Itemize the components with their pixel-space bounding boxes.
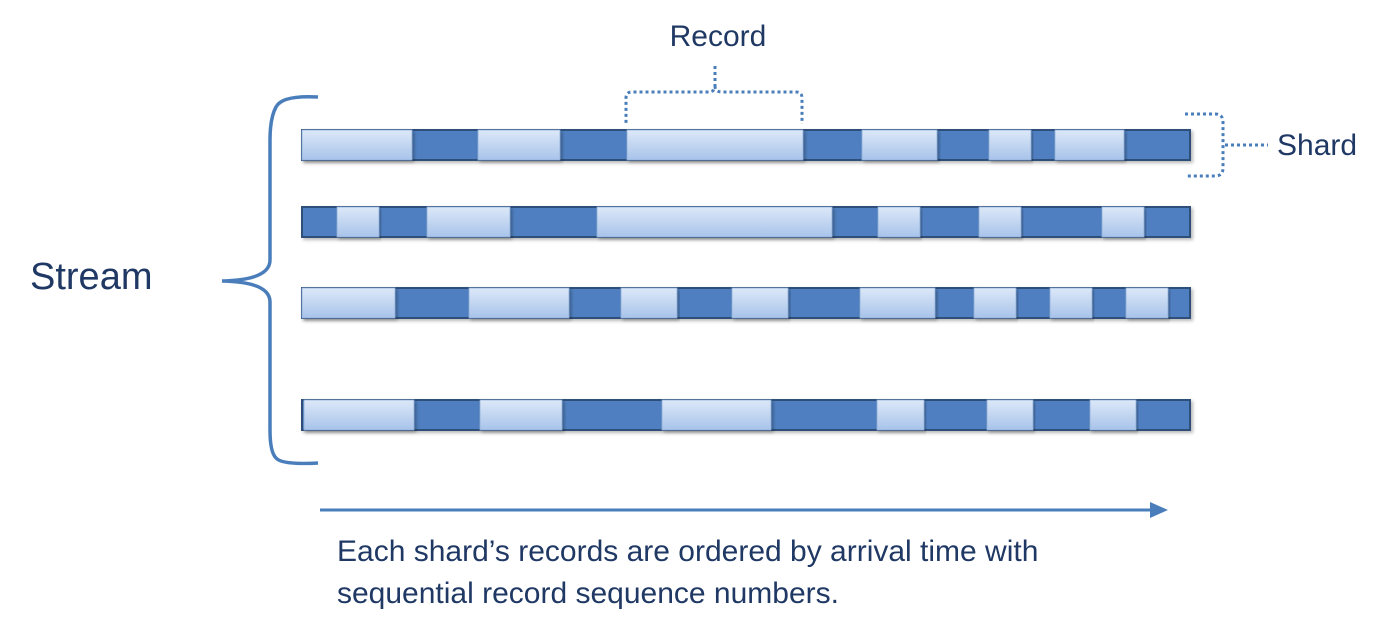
record-block bbox=[336, 206, 380, 238]
record-block bbox=[1089, 399, 1137, 431]
record-block bbox=[620, 287, 678, 319]
record-block bbox=[301, 287, 396, 319]
shards bbox=[301, 129, 1191, 431]
stream-brace-icon bbox=[221, 94, 319, 466]
record-block bbox=[468, 287, 570, 319]
record-block bbox=[596, 206, 833, 238]
record-block bbox=[988, 129, 1032, 161]
record-bracket-icon bbox=[624, 66, 804, 124]
record-block bbox=[479, 399, 563, 431]
shard-bracket-icon bbox=[1185, 112, 1268, 178]
record-block bbox=[1125, 287, 1169, 319]
shard-4 bbox=[301, 399, 1191, 431]
record-block bbox=[861, 129, 938, 161]
record-block bbox=[859, 287, 936, 319]
record-block bbox=[973, 287, 1017, 319]
shard-2 bbox=[301, 206, 1191, 238]
record-block bbox=[426, 206, 511, 238]
time-arrow-icon bbox=[320, 502, 1168, 518]
record-block bbox=[626, 129, 804, 161]
record-block bbox=[986, 399, 1034, 431]
caption-line-1: Each shard’s records are ordered by arri… bbox=[337, 535, 1038, 568]
caption-line-2: sequential record sequence numbers. bbox=[337, 577, 839, 610]
record-block bbox=[1101, 206, 1145, 238]
record-block bbox=[876, 399, 925, 431]
record-block bbox=[1054, 129, 1125, 161]
record-block bbox=[661, 399, 772, 431]
shard-label: Shard bbox=[1277, 129, 1357, 162]
shard-1 bbox=[301, 129, 1191, 161]
record-label: Record bbox=[670, 20, 767, 53]
shard-3 bbox=[301, 287, 1191, 319]
stream-label: Stream bbox=[30, 256, 152, 298]
record-block bbox=[303, 399, 415, 431]
record-block bbox=[301, 129, 413, 161]
record-block bbox=[1049, 287, 1093, 319]
record-block bbox=[731, 287, 789, 319]
record-block bbox=[978, 206, 1022, 238]
record-block bbox=[877, 206, 921, 238]
record-block bbox=[477, 129, 561, 161]
